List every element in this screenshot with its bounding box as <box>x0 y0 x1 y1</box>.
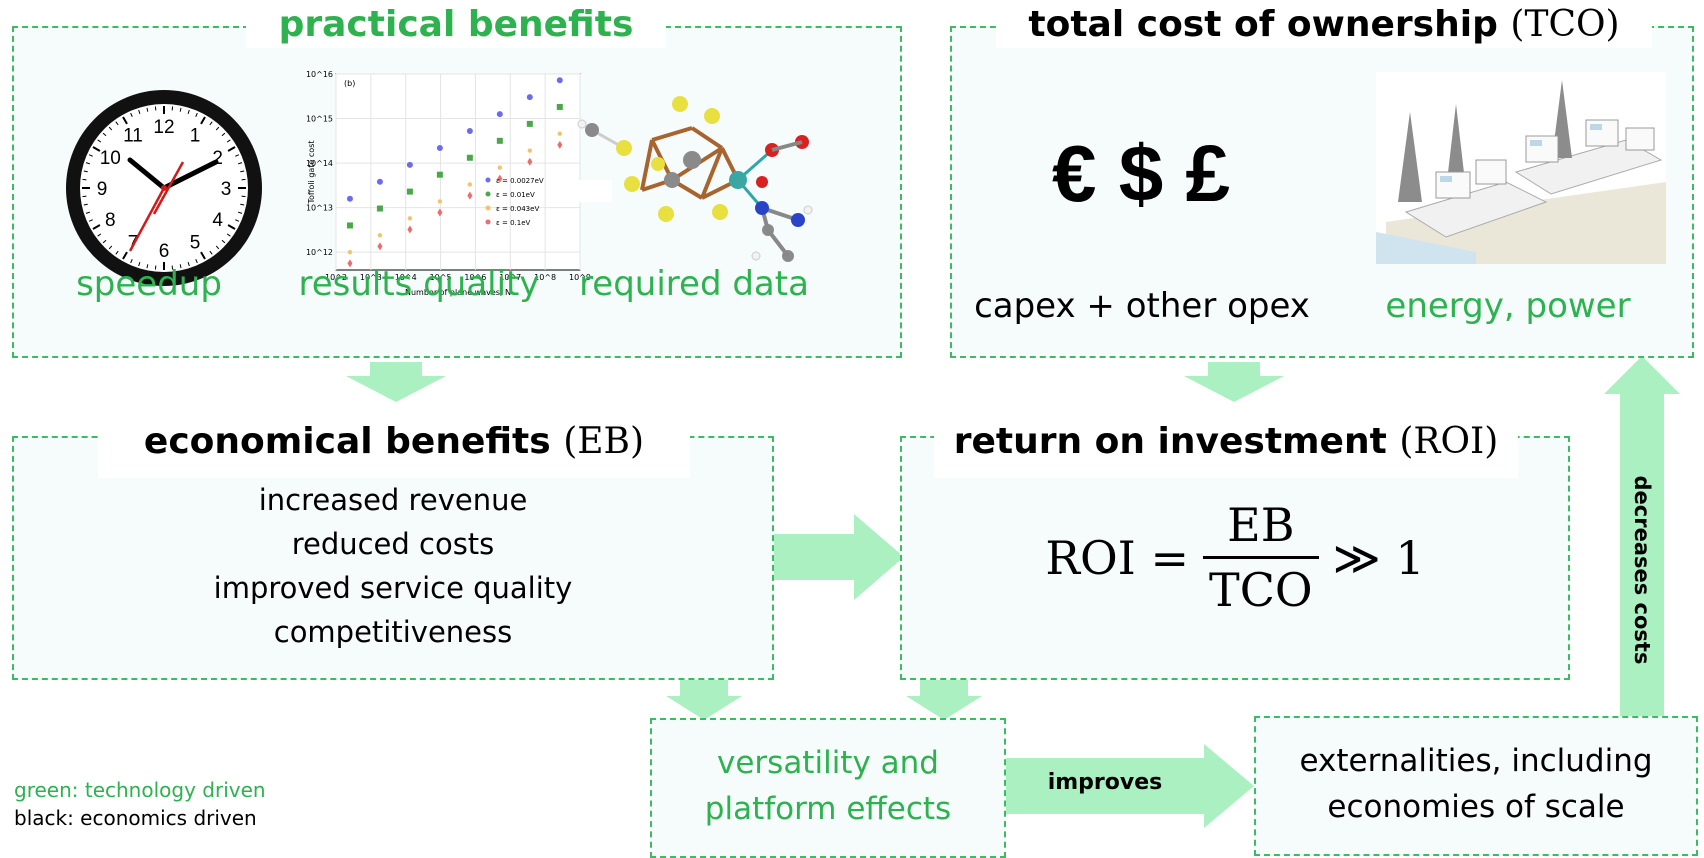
clock-number: 10 <box>100 148 121 169</box>
plot-point <box>407 162 413 168</box>
plot-point <box>347 196 353 202</box>
plot-ytick: 10^13 <box>306 204 333 213</box>
roi-title-bold: return on investment <box>954 421 1387 462</box>
legend-green: green: technology driven <box>14 776 266 804</box>
clock-icon: 121234567891011 <box>62 86 266 290</box>
molecule-image <box>562 80 822 270</box>
plot-point <box>467 155 473 161</box>
arrow-practical-to-eb <box>346 362 446 402</box>
required-data-label: required data <box>574 264 814 304</box>
arrow-tco-to-roi <box>1184 362 1284 402</box>
roi-fraction: EB TCO <box>1203 498 1319 617</box>
capex-label: capex + other opex <box>972 286 1312 326</box>
plot-point <box>497 111 503 117</box>
plot-ytick: 10^16 <box>306 70 333 79</box>
eb-title-abbr: (EB) <box>563 421 644 462</box>
arrow-roi-to-versatility <box>906 680 982 720</box>
clock-number: 8 <box>105 210 116 231</box>
roi-numerator: EB <box>1221 498 1300 556</box>
plot-legend-entry: ε = 0.043eV <box>496 205 539 213</box>
arrow-eb-to-roi <box>774 514 904 600</box>
clock-number: 12 <box>153 117 174 138</box>
externalities-line: externalities, including <box>1256 738 1696 784</box>
plot-legend-marker <box>486 206 491 211</box>
roi-formula: ROI = EB TCO ≫ 1 <box>902 498 1568 617</box>
practical-benefits-box: 121234567891011 10^1210^1310^1410^1510^1… <box>12 26 902 358</box>
speedup-label: speedup <box>54 264 244 304</box>
eb-item: increased revenue <box>14 478 772 522</box>
versatility-box: versatility and platform effects <box>650 718 1006 858</box>
plot-legend-marker <box>486 178 491 183</box>
plot-point <box>497 138 503 144</box>
plot-point <box>407 189 413 195</box>
eb-item: reduced costs <box>14 522 772 566</box>
plot-point <box>528 148 532 152</box>
color-legend: green: technology driven black: economic… <box>14 776 266 832</box>
externalities-line: economies of scale <box>1256 784 1696 830</box>
externalities-box: externalities, including economies of sc… <box>1254 716 1698 856</box>
tco-title: total cost of ownership (TCO) <box>996 2 1652 48</box>
plot-point <box>467 128 473 134</box>
plot-ytick: 10^15 <box>306 115 333 124</box>
tco-box: € $ £ capex + other opex energy, power <box>950 26 1694 358</box>
clock-number: 2 <box>212 148 223 169</box>
versatility-text: versatility and platform effects <box>652 740 1004 832</box>
clock-number: 6 <box>159 241 170 262</box>
plot-point <box>408 216 412 220</box>
roi-title-abbr: (ROI) <box>1399 421 1498 462</box>
clock-number: 5 <box>190 233 201 254</box>
legend-black: black: economics driven <box>14 804 266 832</box>
plot-legend-entry: ε = 0.1eV <box>496 219 531 227</box>
plot-panel-label: (b) <box>344 79 355 88</box>
roi-rhs: ≫ 1 <box>1333 531 1425 585</box>
plot-point <box>438 199 442 203</box>
plot-ylabel: Toffoli gate cost <box>307 141 316 205</box>
plot-point <box>437 172 443 178</box>
plot-point <box>468 182 472 186</box>
plot-point <box>527 94 533 100</box>
plot-point <box>377 179 383 185</box>
plot-point <box>378 233 382 237</box>
improves-label: improves <box>1010 770 1200 795</box>
plot-point <box>347 222 353 228</box>
clock-number: 3 <box>221 179 232 200</box>
currency-symbols: € $ £ <box>1052 128 1230 220</box>
eb-title: economical benefits (EB) <box>98 412 690 478</box>
factory-image <box>1376 72 1666 264</box>
tco-title-bold: total cost of ownership <box>1028 4 1497 45</box>
results-quality-label: results quality <box>294 264 544 304</box>
plot-legend-entry: ε = 0.0027eV <box>496 177 544 185</box>
plot-point <box>437 145 443 151</box>
plot-point <box>377 206 383 212</box>
roi-title: return on investment (ROI) <box>934 412 1518 478</box>
roi-lhs: ROI = <box>1045 531 1189 585</box>
plot-ytick: 10^12 <box>306 248 333 257</box>
versatility-line: platform effects <box>652 786 1004 832</box>
energy-power-label: energy, power <box>1358 286 1658 326</box>
clock-number: 1 <box>190 125 201 146</box>
plot-legend-marker <box>486 192 491 197</box>
roi-denominator: TCO <box>1203 559 1319 617</box>
eb-item: competitiveness <box>14 610 772 654</box>
externalities-text: externalities, including economies of sc… <box>1256 738 1696 830</box>
plot-point <box>348 250 352 254</box>
arrow-eb-to-versatility <box>666 680 742 720</box>
plot-legend-marker <box>486 220 491 225</box>
tco-title-abbr: (TCO) <box>1510 4 1619 45</box>
clock-number: 9 <box>97 179 108 200</box>
eb-item: improved service quality <box>14 566 772 610</box>
eb-items: increased revenue reduced costs improved… <box>14 478 772 654</box>
decreases-costs-label: decreases costs <box>1630 476 1654 665</box>
clock-number: 11 <box>123 125 143 146</box>
plot-legend-entry: ε = 0.01eV <box>496 191 535 199</box>
plot-point <box>498 165 502 169</box>
eb-title-bold: economical benefits <box>144 421 551 462</box>
clock-number: 4 <box>212 210 223 231</box>
versatility-line: versatility and <box>652 740 1004 786</box>
plot-point <box>527 121 533 127</box>
practical-benefits-title: practical benefits <box>246 2 666 48</box>
